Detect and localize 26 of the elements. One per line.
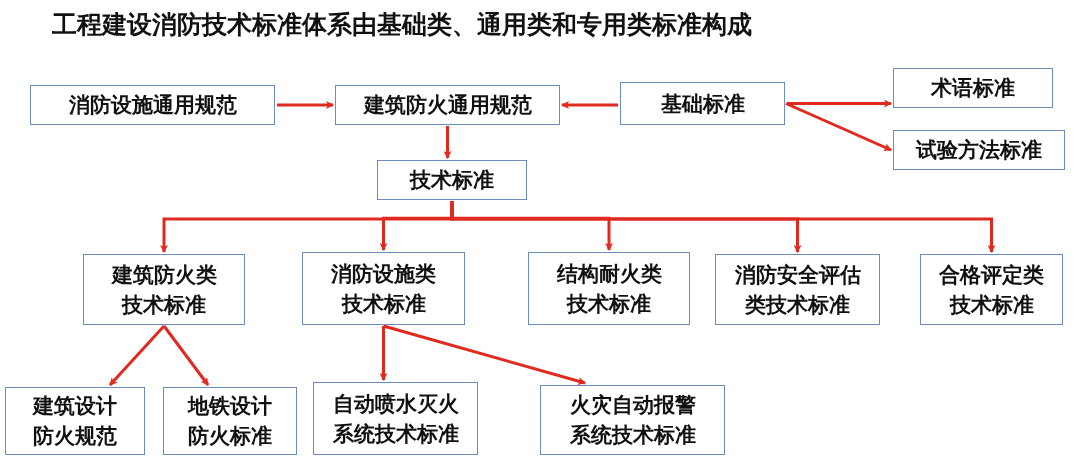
arrow [379, 326, 388, 381]
arrow [162, 325, 210, 386]
arrow [277, 101, 334, 109]
standard-box: 消防设施通用规范 [30, 85, 275, 125]
standard-box: 术语标准 [893, 68, 1053, 108]
standard-box: 火灾自动报警系统技术标准 [540, 385, 725, 455]
standard-box: 消防设施类技术标准 [302, 252, 465, 325]
arrow [785, 102, 892, 152]
title: 工程建设消防技术标准体系由基础类、通用类和专用类标准构成 [52, 9, 752, 41]
standard-box: 试验方法标准 [893, 130, 1065, 170]
standard-box: 基础标准 [620, 82, 785, 125]
arrow [787, 99, 892, 108]
arrow [450, 201, 996, 253]
standard-box: 合格评定类技术标准 [920, 254, 1063, 325]
standard-box: 结构耐火类技术标准 [528, 252, 690, 325]
standard-box: 消防安全评估类技术标准 [715, 254, 880, 325]
arrow [443, 126, 452, 159]
arrow [561, 101, 618, 109]
standard-box: 建筑防火类技术标准 [83, 254, 245, 325]
arrow [108, 325, 166, 386]
standard-box: 自动喷水灭火系统技术标准 [313, 382, 478, 455]
arrow [383, 324, 586, 385]
standard-box: 建筑设计防火规范 [5, 387, 145, 455]
standard-box: 技术标准 [377, 160, 527, 200]
standard-box: 建筑防火通用规范 [335, 85, 560, 125]
standard-box: 地铁设计防火标准 [163, 387, 297, 455]
